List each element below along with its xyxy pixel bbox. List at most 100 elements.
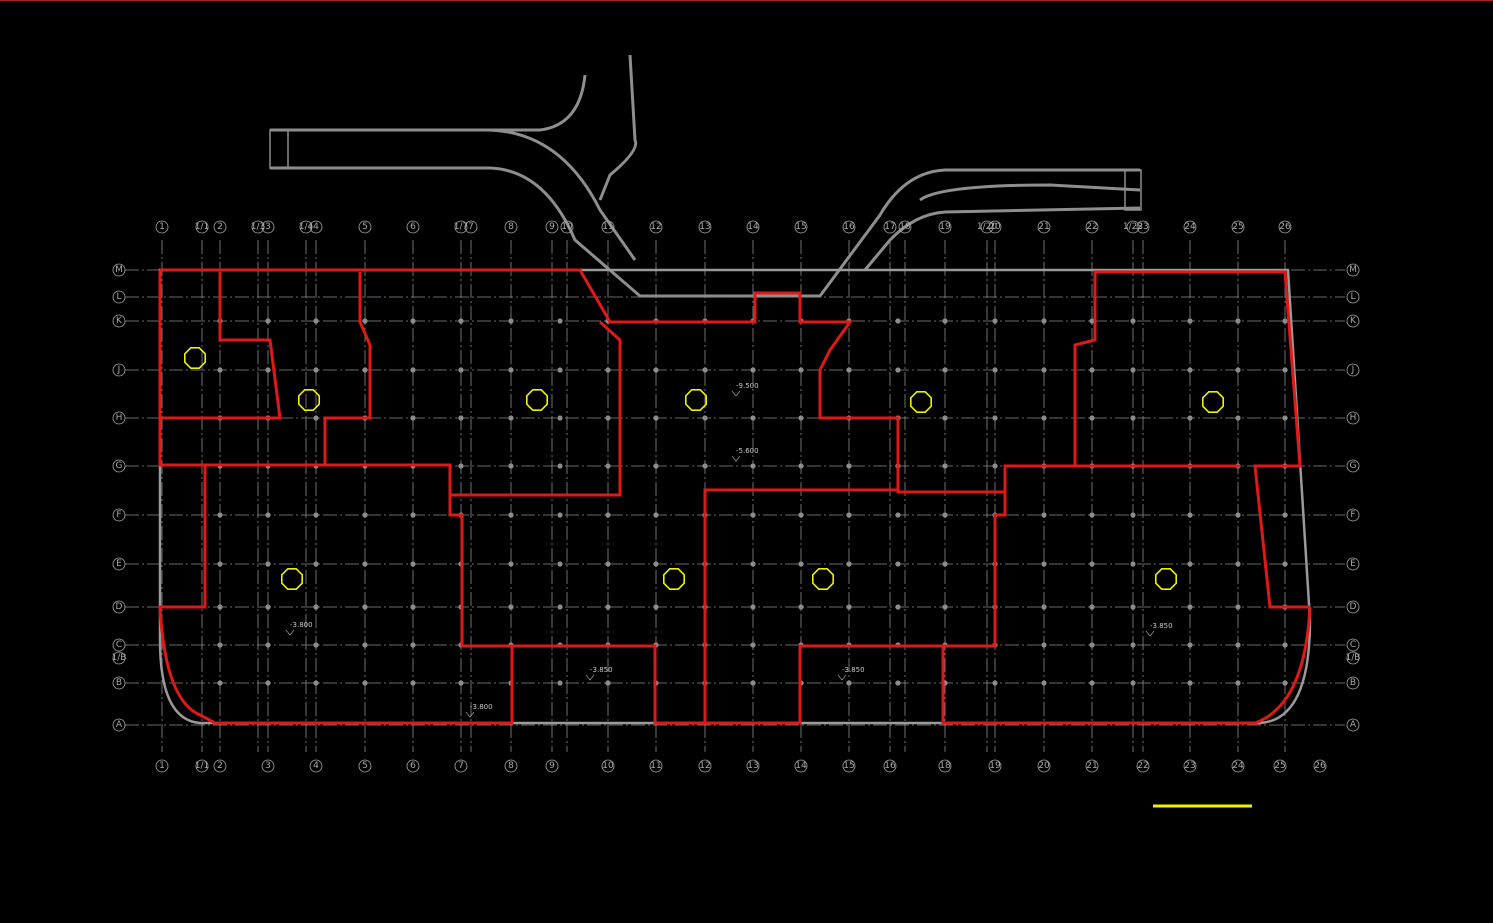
structural-column [1089, 642, 1095, 648]
column-axis-bubble [1136, 220, 1150, 234]
structural-column [992, 463, 998, 469]
level-mark-triangle [465, 711, 475, 718]
column-axis-bubble-bottom [1037, 759, 1051, 773]
zone-marker [1202, 390, 1224, 414]
structural-column [410, 367, 416, 373]
structural-column [605, 680, 611, 686]
column-axis-bubble-bottom [1313, 759, 1327, 773]
row-axis-bubble [1346, 557, 1360, 571]
structural-column [653, 415, 659, 421]
structural-column [1187, 415, 1193, 421]
structural-column [1130, 561, 1136, 567]
column-axis-bubble-bottom [155, 759, 169, 773]
column-axis-bubble [649, 220, 663, 234]
structural-column [1041, 680, 1047, 686]
structural-column [410, 561, 416, 567]
structural-column [1130, 415, 1136, 421]
structural-column [653, 367, 659, 373]
structural-column [750, 604, 756, 610]
structural-column [1282, 561, 1288, 567]
column-axis-label: 1/23 [1123, 222, 1143, 232]
structural-column [1130, 604, 1136, 610]
row-axis-label: B [1350, 678, 1356, 688]
column-axis-label-bottom: 9 [549, 761, 555, 771]
structural-column [557, 680, 563, 686]
zone-marker [811, 567, 835, 591]
column-axis-bubble [746, 220, 760, 234]
structural-column [798, 604, 804, 610]
structural-column [313, 642, 319, 648]
row-axis-label: M [115, 265, 123, 275]
structural-column [557, 604, 563, 610]
structural-column [798, 367, 804, 373]
structural-column [410, 318, 416, 324]
row-axis-bubble-extra [1346, 651, 1360, 665]
column-axis-bubble [358, 220, 372, 234]
column-axis-label: 1/1 [195, 222, 209, 232]
structural-column [1041, 642, 1047, 648]
column-axis-bubble-bottom [545, 759, 559, 773]
structural-column [1282, 642, 1288, 648]
structural-column [846, 680, 852, 686]
structural-column [557, 318, 563, 324]
structural-column [1041, 367, 1047, 373]
structural-column [217, 367, 223, 373]
structural-column [750, 463, 756, 469]
column-axis-bubble [406, 220, 420, 234]
structural-column [362, 367, 368, 373]
structural-column [1130, 680, 1136, 686]
structural-column [313, 415, 319, 421]
structural-column [1235, 512, 1241, 518]
structural-column [508, 604, 514, 610]
structural-column [265, 367, 271, 373]
column-axis-label: 4 [313, 222, 319, 232]
level-mark: -3.850 [842, 666, 865, 674]
column-axis-label-bottom: 20 [1038, 761, 1050, 771]
column-axis-bubble [601, 220, 615, 234]
row-axis-label: G [116, 461, 123, 471]
column-axis-bubble-bottom [842, 759, 856, 773]
row-axis-bubble [1346, 600, 1360, 614]
column-axis-label-bottom: 18 [939, 761, 951, 771]
column-axis-bubble [155, 220, 169, 234]
structural-column [653, 512, 659, 518]
column-axis-label: 10 [561, 222, 573, 232]
column-axis-label-bottom: 23 [1184, 761, 1195, 771]
structural-column [942, 463, 948, 469]
zone-markers [184, 346, 1224, 591]
structural-column [265, 512, 271, 518]
column-axis-label-bottom: 25 [1274, 761, 1285, 771]
row-axis-bubble [1346, 508, 1360, 522]
structural-column [1041, 561, 1047, 567]
column-axis-label: 1/4 [299, 222, 314, 232]
structural-column [942, 604, 948, 610]
level-mark: -9.500 [736, 382, 759, 390]
column-axis-label: 8 [508, 222, 514, 232]
structural-column [410, 604, 416, 610]
structural-column [895, 367, 901, 373]
column-axis-bubble-bottom [1231, 759, 1245, 773]
structural-column [458, 367, 464, 373]
level-mark-triangle [837, 674, 847, 681]
structural-column [750, 680, 756, 686]
structural-column [1282, 512, 1288, 518]
structural-column [265, 604, 271, 610]
row-axis-bubble [1346, 363, 1360, 377]
row-axis-label: A [116, 720, 123, 730]
structural-column [605, 512, 611, 518]
structural-column [1235, 367, 1241, 373]
structural-column [410, 642, 416, 648]
structural-column [1282, 367, 1288, 373]
row-axis-label: D [116, 602, 123, 612]
structural-column [702, 463, 708, 469]
structural-column [702, 367, 708, 373]
column-axis-label: 3 [265, 222, 271, 232]
row-axis-bubble [112, 508, 126, 522]
structural-column [362, 642, 368, 648]
row-axis-bubble [112, 638, 126, 652]
structural-column [942, 415, 948, 421]
structural-column [458, 463, 464, 469]
column-axis-bubble [560, 220, 574, 234]
